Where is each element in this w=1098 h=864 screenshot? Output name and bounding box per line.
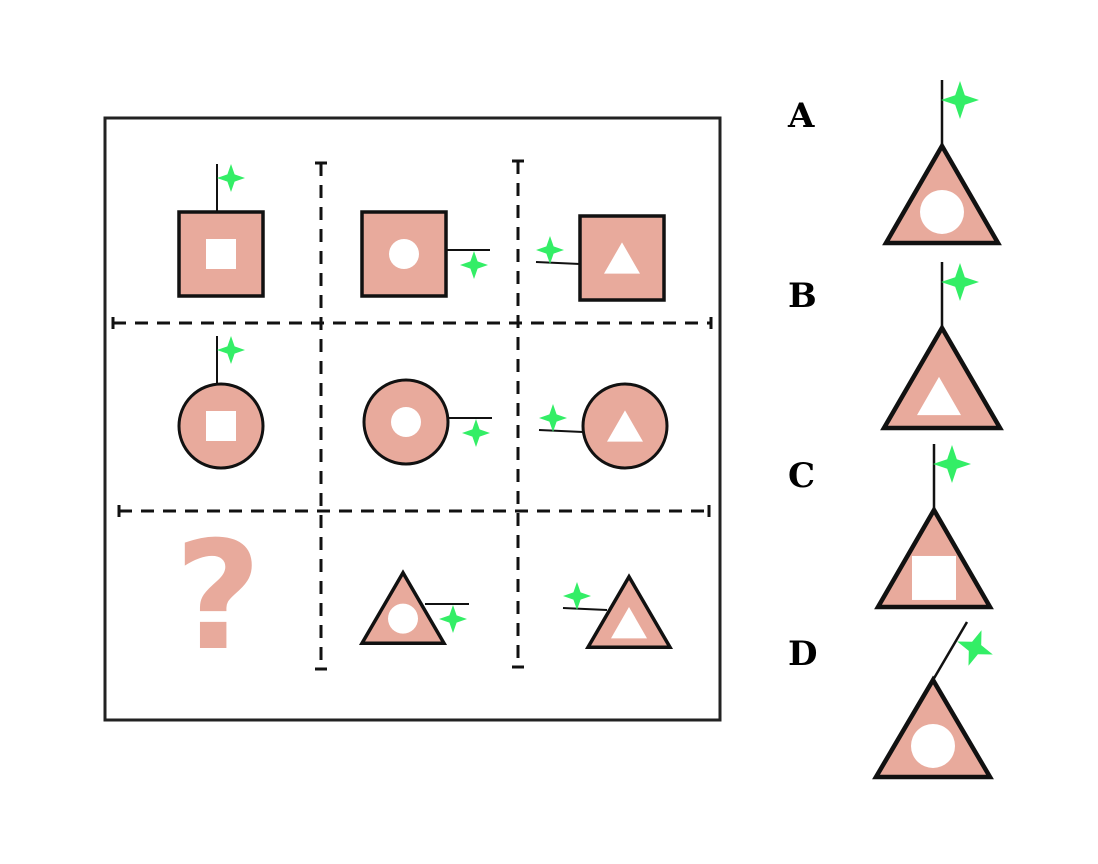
star-icon: [933, 445, 971, 483]
inner-circle: [911, 723, 955, 768]
inner-square: [206, 239, 236, 269]
option-d-figure: [872, 621, 994, 780]
option-d-label[interactable]: D: [788, 634, 818, 674]
puzzle-cell-3: [535, 214, 666, 302]
inner-circle: [391, 407, 421, 437]
puzzle-cell-6: [538, 382, 669, 470]
option-b-label[interactable]: B: [788, 276, 817, 316]
star-icon: [462, 419, 490, 447]
stick-line: [931, 621, 969, 681]
inner-circle: [920, 189, 964, 234]
star-icon: [563, 582, 591, 610]
star-icon: [941, 263, 979, 301]
puzzle-cell-9: [562, 573, 674, 650]
inner-square: [912, 555, 956, 600]
puzzle-cell-5: [362, 378, 492, 466]
outer-triangle: [880, 323, 1004, 431]
puzzle-cell-2: [360, 210, 490, 298]
grid-dividers: [111, 159, 713, 671]
star-icon: [941, 81, 979, 119]
star-icon: [217, 336, 245, 364]
puzzle-cell-4: [177, 336, 265, 470]
inner-triangle: [607, 410, 643, 442]
puzzle-cell-1: [177, 164, 265, 298]
option-c-figure: [874, 444, 994, 610]
star-icon: [460, 251, 488, 279]
star-icon: [536, 236, 564, 264]
stick-line: [535, 261, 581, 265]
star-icon: [439, 605, 467, 633]
star-icon: [217, 164, 245, 192]
option-c-label[interactable]: C: [788, 456, 816, 496]
puzzle-cell-8: [358, 569, 469, 646]
inner-square: [206, 411, 236, 441]
inner-triangle: [611, 607, 647, 639]
stick-line: [562, 607, 608, 611]
option-a-label[interactable]: A: [788, 96, 815, 136]
inner-triangle: [917, 376, 961, 416]
inner-circle: [388, 603, 418, 634]
option-a-figure: [882, 80, 1002, 246]
grid-frame: [103, 116, 722, 722]
inner-circle: [389, 239, 419, 269]
inner-triangle: [604, 242, 640, 274]
question-mark: ?: [174, 510, 261, 684]
option-b-figure: [880, 262, 1004, 431]
stick-line: [538, 429, 584, 433]
star-icon: [957, 630, 993, 666]
star-icon: [539, 404, 567, 432]
